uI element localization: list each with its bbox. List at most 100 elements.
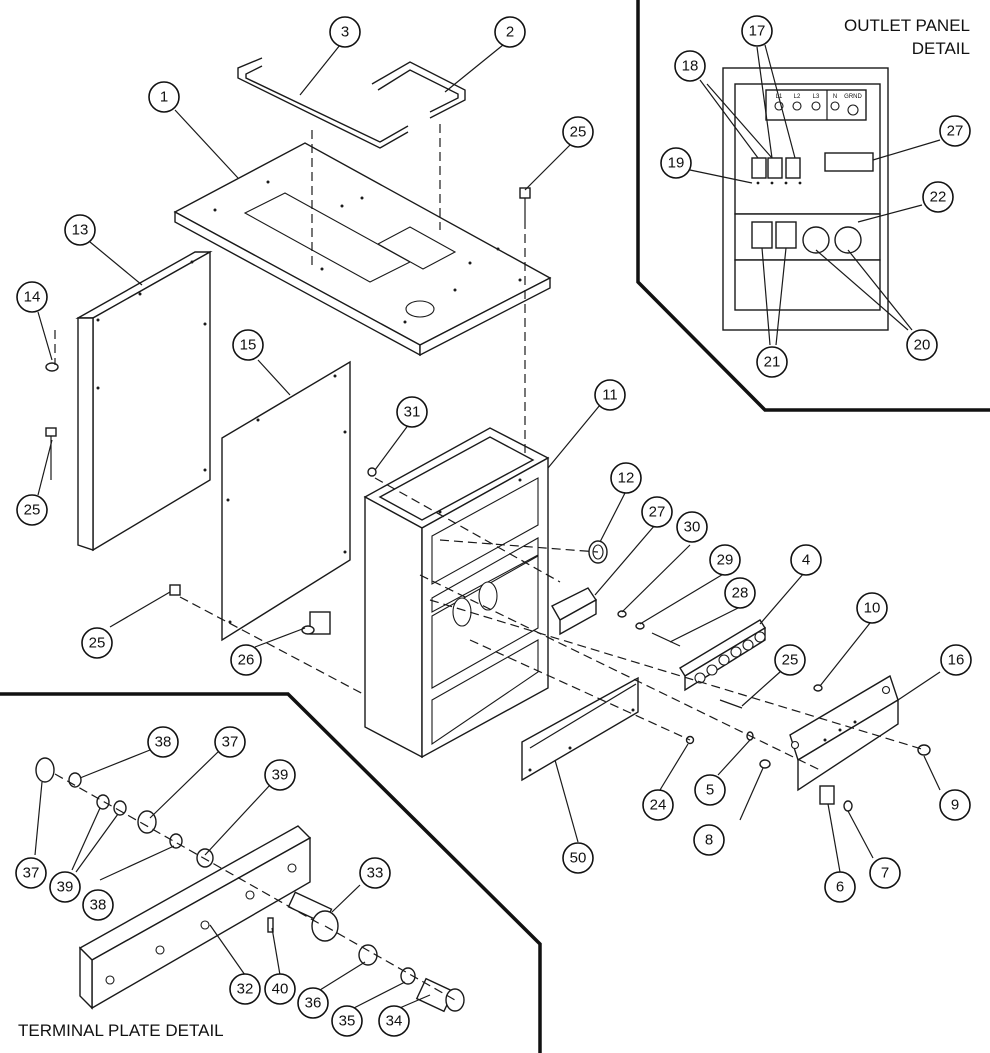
callout-circle (16, 281, 48, 313)
callout-number: 16 (948, 652, 965, 669)
callout-number: 26 (238, 652, 255, 669)
callout-c16: 16 (940, 644, 972, 676)
callout-c35: 35 (331, 1005, 363, 1037)
callout-c39a: 39 (264, 759, 296, 791)
callout-circle (610, 462, 642, 494)
callout-number: 18 (682, 58, 699, 75)
callout-number: 27 (947, 123, 964, 140)
callout-c2: 2 (494, 16, 526, 48)
callout-c22: 22 (922, 181, 954, 213)
callout-c33: 33 (359, 857, 391, 889)
callout-c32: 32 (229, 973, 261, 1005)
callout-number: 38 (90, 897, 107, 914)
callout-circle (676, 511, 708, 543)
callout-circle (939, 789, 971, 821)
callout-circle (396, 396, 428, 428)
callout-circle (856, 592, 888, 624)
callout-number: 22 (930, 189, 947, 206)
callout-c36: 36 (297, 987, 329, 1019)
callout-number: 32 (237, 981, 254, 998)
callout-number: 35 (339, 1013, 356, 1030)
gauge-label-ground: GRND (844, 94, 862, 100)
callout-circle (214, 726, 246, 758)
callout-number: 7 (881, 865, 889, 882)
callout-circle (562, 842, 594, 874)
callout-number: 20 (914, 337, 931, 354)
callout-number: 13 (72, 222, 89, 239)
callout-number: 5 (706, 782, 714, 799)
callout-number: 1 (160, 89, 168, 106)
callout-circle (232, 329, 264, 361)
callout-circle (49, 871, 81, 903)
callout-number: 2 (506, 24, 514, 41)
callout-c37b: 37 (15, 857, 47, 889)
callout-number: 29 (717, 552, 734, 569)
callout-c26: 26 (230, 644, 262, 676)
callout-circle (329, 16, 361, 48)
callout-circle (939, 115, 971, 147)
callout-c15: 15 (232, 329, 264, 361)
callout-circle (642, 789, 674, 821)
callout-number: 25 (24, 502, 41, 519)
gauge-label-n: N (833, 94, 837, 100)
callout-circle (741, 15, 773, 47)
callout-number: 24 (650, 797, 667, 814)
callout-number: 39 (272, 767, 289, 784)
gasket-3 (237, 57, 409, 149)
gauge-label-l3: L3 (813, 94, 820, 100)
outlet-panel-title-line2: DETAIL (912, 39, 970, 58)
callout-circle (660, 147, 692, 179)
callout-number: 34 (386, 1013, 403, 1030)
callout-circle (824, 871, 856, 903)
callout-c38b: 38 (82, 889, 114, 921)
callout-circle (562, 116, 594, 148)
callout-circle (230, 644, 262, 676)
callout-number: 21 (764, 354, 781, 371)
callout-c21: 21 (756, 346, 788, 378)
callout-c7: 7 (869, 857, 901, 889)
callout-number: 27 (649, 504, 666, 521)
callout-number: 19 (668, 155, 685, 172)
callout-c17: 17 (741, 15, 773, 47)
callout-number: 3 (341, 24, 349, 41)
callout-number: 33 (367, 865, 384, 882)
callout-circle (709, 544, 741, 576)
callout-number: 37 (222, 734, 239, 751)
callout-number: 9 (951, 797, 959, 814)
callout-c3: 3 (329, 16, 361, 48)
terminal-plate-drawing (35, 757, 465, 1013)
callout-number: 25 (782, 652, 799, 669)
callout-c39b: 39 (49, 871, 81, 903)
callout-c34: 34 (378, 1005, 410, 1037)
gasket-2 (371, 61, 466, 119)
callout-number: 40 (272, 981, 289, 998)
callout-c19: 19 (660, 147, 692, 179)
callout-number: 50 (570, 850, 587, 867)
outlet-plate-16 (789, 674, 899, 792)
callout-circle (16, 494, 48, 526)
rear-panel (221, 360, 351, 642)
callout-circle (229, 973, 261, 1005)
callout-number: 28 (732, 585, 749, 602)
callout-circle (378, 1005, 410, 1037)
callout-circle (359, 857, 391, 889)
callout-circle (147, 726, 179, 758)
explode-lines (54, 124, 926, 771)
callout-circle (790, 544, 822, 576)
callout-number: 38 (155, 734, 172, 751)
terminal-plate-frame (0, 692, 542, 1053)
gauge-label-l2: L2 (794, 94, 801, 100)
callout-c8: 8 (693, 824, 725, 856)
callout-circle (148, 81, 180, 113)
callout-c40: 40 (264, 973, 296, 1005)
callout-circle (694, 774, 726, 806)
callout-number: 36 (305, 995, 322, 1012)
callout-c24: 24 (642, 789, 674, 821)
callout-c29: 29 (709, 544, 741, 576)
callout-number: 15 (240, 337, 257, 354)
callout-number: 31 (404, 404, 421, 421)
callout-c6: 6 (824, 871, 856, 903)
callout-circle (641, 496, 673, 528)
